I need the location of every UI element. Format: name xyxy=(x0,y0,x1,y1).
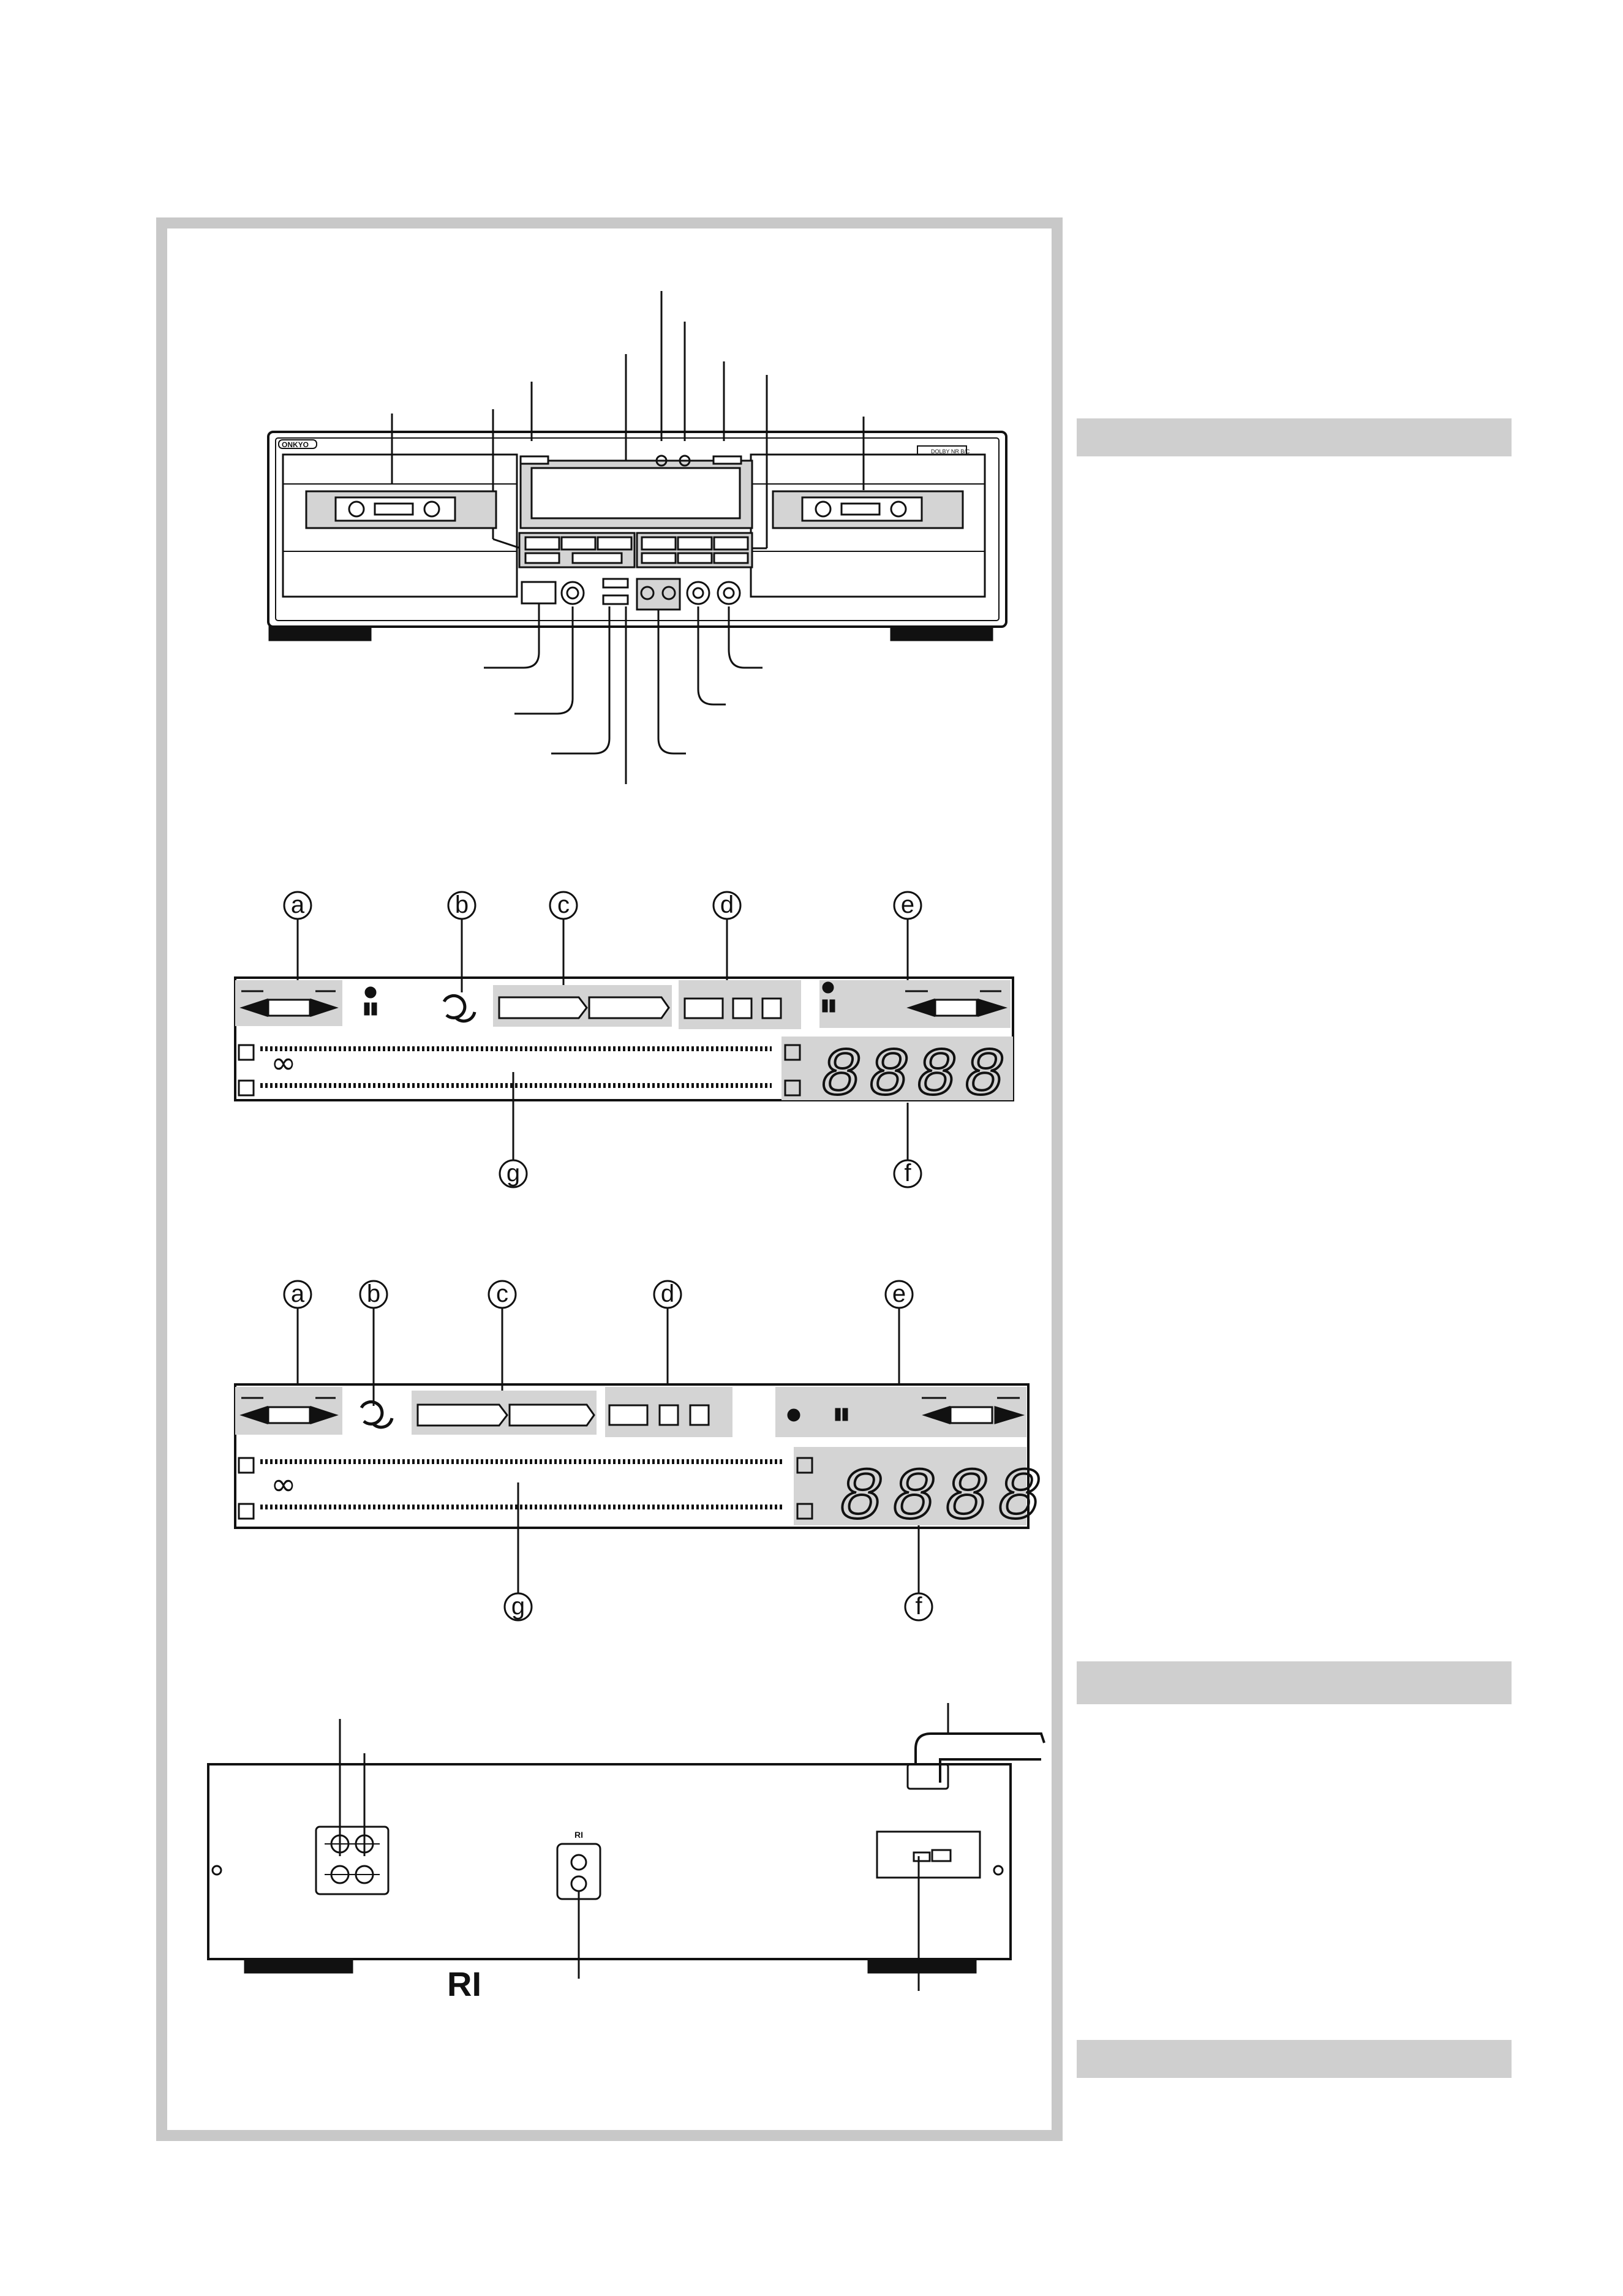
svg-text:∞: ∞ xyxy=(271,1045,296,1081)
counter-display-2: 8888 xyxy=(839,1457,1050,1541)
svg-text:c: c xyxy=(557,891,570,918)
svg-text:b: b xyxy=(367,1280,380,1307)
svg-text:a: a xyxy=(291,891,305,918)
svg-text:d: d xyxy=(661,1280,674,1307)
dolby-badge: DOLBY NR B/C xyxy=(931,448,970,455)
svg-text:e: e xyxy=(892,1280,906,1307)
svg-text:∞: ∞ xyxy=(271,1467,296,1502)
front-panel-figure: ONKYO DOLBY NR B/C xyxy=(267,291,1007,784)
section-bar-1 xyxy=(1077,418,1512,456)
svg-text:g: g xyxy=(511,1593,525,1620)
svg-text:c: c xyxy=(496,1280,508,1307)
display-panel-1: ∞ 8888 a b c d e f g xyxy=(234,891,1014,1188)
brand-logo: ONKYO xyxy=(282,440,309,449)
rear-panel-figure: RI RI xyxy=(207,1703,1045,2003)
svg-text:d: d xyxy=(720,891,734,918)
svg-text:g: g xyxy=(506,1160,520,1187)
display-panel-2: ∞ 8888 a b c d e f g xyxy=(234,1280,1050,1622)
svg-text:f: f xyxy=(904,1160,911,1187)
counter-display-1: 8888 xyxy=(821,1038,1012,1115)
svg-text:f: f xyxy=(915,1593,922,1620)
ri-jack-label: RI xyxy=(574,1830,583,1840)
svg-text:e: e xyxy=(901,891,914,918)
ri-logo: RI xyxy=(447,1965,481,2003)
section-bar-3 xyxy=(1077,2040,1512,2078)
svg-text:b: b xyxy=(455,891,469,918)
svg-text:a: a xyxy=(291,1280,305,1307)
section-bar-2 xyxy=(1077,1661,1512,1704)
